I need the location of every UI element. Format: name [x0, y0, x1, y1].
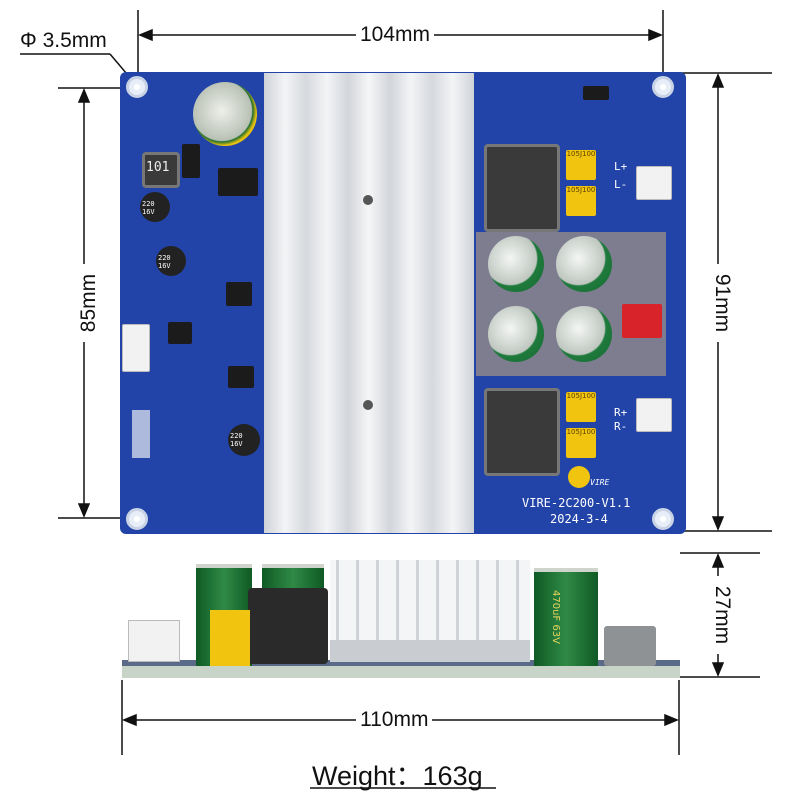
dim-91-arrow-top	[711, 73, 725, 88]
brand-mark: VIRE	[590, 478, 610, 487]
board-date: 2024-3-4	[550, 512, 608, 526]
film-cap-r1-label: 105J100	[566, 392, 596, 400]
side-inductor	[248, 588, 328, 664]
shunt-resistor	[583, 86, 609, 100]
inductor-101	[142, 152, 180, 188]
channel-r-plus: R+	[614, 406, 628, 419]
channel-r-minus: R-	[614, 420, 628, 433]
header-pads	[132, 410, 150, 458]
small-cap-3	[228, 424, 260, 456]
mounting-hole-top-right	[652, 76, 674, 98]
mounting-hole-bottom-right	[652, 508, 674, 530]
hole-diameter-label: Φ 3.5mm	[20, 29, 107, 52]
pcb-side-edge	[122, 666, 680, 678]
opamp-2	[168, 322, 192, 344]
dim-27-arrow-bottom	[711, 662, 725, 677]
board-width-label: 104mm	[356, 23, 435, 47]
heatsink-screw-bottom	[363, 400, 373, 410]
side-height-label: 27mm	[710, 576, 734, 654]
film-cap-r1: 105J100	[566, 392, 596, 422]
side-power-connector	[604, 626, 656, 666]
heatsink-top	[264, 73, 474, 533]
heatsink-screw-top	[363, 195, 373, 205]
heatsink-base-side	[330, 640, 530, 662]
speaker-connector-l	[636, 166, 672, 200]
output-inductor-l	[484, 144, 560, 232]
dim-27-arrow-top	[711, 553, 725, 568]
dim-110-arrow-right	[664, 713, 679, 727]
output-inductor-r	[484, 388, 560, 476]
opamp-1	[226, 282, 252, 306]
film-cap-l1: 105J100	[566, 150, 596, 180]
dim-104-arrow-left	[138, 28, 153, 42]
dim-91-arrow-bottom	[711, 516, 725, 531]
film-cap-r2: 105J100	[566, 428, 596, 458]
vire-logo-icon	[568, 466, 590, 488]
filter-cap-1	[488, 236, 544, 292]
small-cap-1	[140, 192, 170, 222]
board-height-inner-label: 85mm	[77, 264, 101, 342]
mounting-hole-bottom-left	[126, 508, 148, 530]
speaker-connector-r	[636, 398, 672, 432]
small-cap-2-label: 220 16V	[158, 254, 171, 270]
film-cap-l2-label: 105J100	[566, 186, 596, 194]
diode	[182, 144, 200, 178]
side-cap-label: 470uF 63V	[550, 590, 561, 644]
small-cap-2	[156, 246, 186, 276]
dim-104-arrow-right	[648, 28, 663, 42]
film-cap-l1-label: 105J100	[566, 150, 596, 158]
input-connector	[122, 324, 150, 372]
channel-l-plus: L+	[614, 160, 628, 173]
regulator-chip	[218, 168, 258, 196]
pcb-side-top	[122, 660, 680, 666]
filter-cap-3	[488, 306, 544, 362]
filter-cap-4	[556, 306, 612, 362]
opamp-3	[228, 366, 254, 388]
power-connector	[622, 304, 662, 338]
weight-label: Weight：163g	[312, 761, 483, 791]
side-length-label: 110mm	[356, 708, 433, 732]
dim-85-arrow-top	[77, 88, 91, 103]
side-cap-470uf	[534, 568, 598, 666]
film-cap-r2-label: 105J100	[566, 428, 596, 436]
dim-85-arrow-bottom	[77, 503, 91, 518]
side-film-cap	[210, 610, 250, 666]
electrolytic-cap-large	[193, 82, 257, 146]
film-cap-l2: 105J100	[566, 186, 596, 216]
board-model: VIRE-2C200-V1.1	[522, 496, 631, 510]
inductor-code: 101	[146, 160, 170, 175]
channel-l-minus: L-	[614, 178, 628, 191]
small-cap-1-label: 220 16V	[142, 200, 155, 216]
board-height-outer-label: 91mm	[710, 264, 734, 342]
dim-110-arrow-left	[122, 713, 137, 727]
small-cap-3-label: 220 16V	[230, 432, 243, 448]
mounting-hole-top-left	[126, 76, 148, 98]
side-input-connector	[128, 620, 180, 662]
filter-cap-2	[556, 236, 612, 292]
